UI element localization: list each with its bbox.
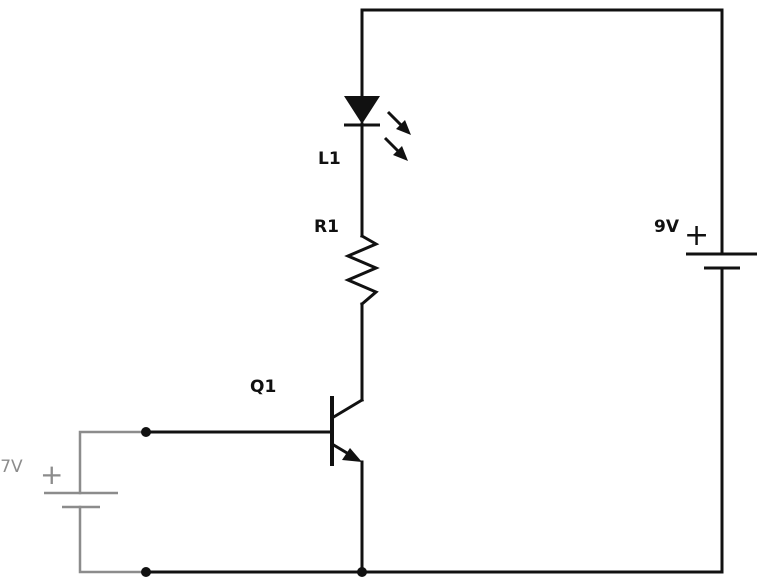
base-wire-bottom <box>78 505 148 574</box>
junction-dot-ground-emitter <box>357 567 367 577</box>
junction-dot-base <box>141 427 151 437</box>
transistor-label: Q1 <box>250 377 276 397</box>
transistor-collector-lead <box>329 397 365 421</box>
base-battery-label: 0.7V <box>0 457 23 477</box>
led-triangle <box>344 96 380 124</box>
base-battery: 0.7V + <box>0 457 63 491</box>
base-battery-plus-sign: + <box>40 458 63 491</box>
led-l1: L1 <box>318 96 411 169</box>
supply-battery: 9V + <box>654 217 757 270</box>
resistor-zigzag <box>344 233 380 307</box>
led-label: L1 <box>318 149 341 169</box>
main-circuit-wiring <box>144 8 724 574</box>
wire-right-lower <box>360 266 724 574</box>
base-wire-top <box>78 430 148 495</box>
wire-top <box>360 8 724 256</box>
light-emission-arrows-icon <box>383 110 411 161</box>
transistor-q1: Q1 <box>250 377 365 466</box>
resistor-r1: R1 <box>314 217 380 307</box>
base-drive-circuit <box>44 430 148 574</box>
supply-battery-label: 9V <box>654 217 680 237</box>
resistor-label: R1 <box>314 217 339 237</box>
junction-dot-ground-left <box>141 567 151 577</box>
junction-dots <box>141 427 367 577</box>
emitter-arrow-icon <box>342 448 362 462</box>
supply-battery-plus-sign: + <box>684 218 709 253</box>
